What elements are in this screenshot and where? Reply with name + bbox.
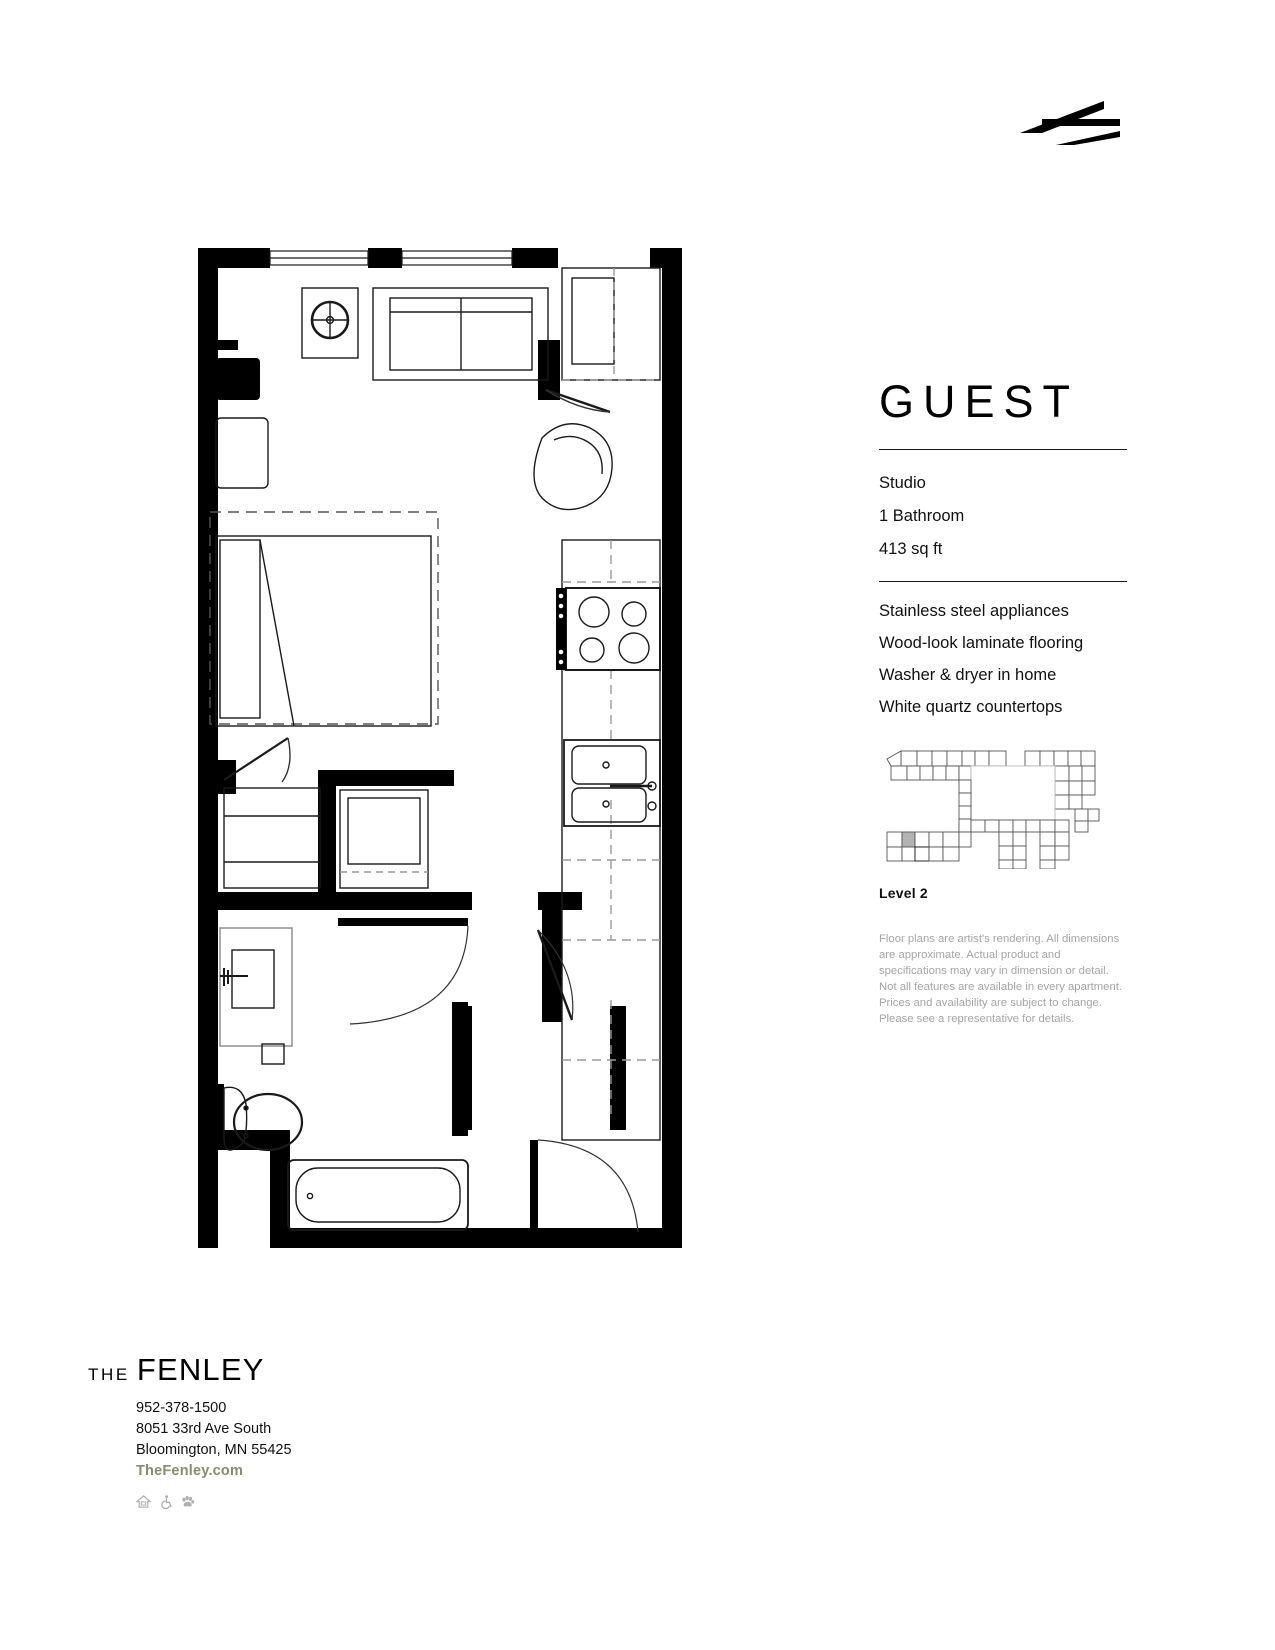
toilet: [216, 1084, 304, 1152]
side-table: [215, 417, 269, 489]
disclaimer-text: Floor plans are artist's rendering. All …: [879, 932, 1123, 1025]
pet-friendly-paw-icon: [180, 1494, 195, 1509]
phone-number[interactable]: 952-378-1500: [136, 1400, 227, 1416]
unit-info-panel: GUEST Studio 1 Bathroom 413 sq ft Stainl…: [879, 378, 1127, 1038]
entry-door-lower: [530, 1139, 639, 1233]
equal-housing-opportunity-icon: [136, 1494, 151, 1509]
address-line-2: Bloomington, MN 55425: [136, 1442, 292, 1459]
footer-logo-name: FENLEY: [136, 1352, 265, 1387]
feature-item: Stainless steel appliances: [879, 602, 1069, 621]
accessibility-wheelchair-icon: [158, 1494, 173, 1510]
spec-item: 413 sq ft: [879, 540, 943, 559]
refrigerator: [561, 267, 661, 381]
title-divider: [879, 449, 1127, 451]
building-keyplan: [879, 743, 1101, 870]
address-line-1: 8051 33rd Ave South: [136, 1421, 272, 1438]
laundry-closet: [223, 737, 321, 889]
floorplan-drawing: [190, 240, 690, 1260]
spec-item: Studio: [879, 474, 926, 493]
windows: [269, 250, 513, 266]
entry-door-upper: [545, 388, 611, 414]
footer-contact-block: 952-378-1500 8051 33rd Ave South Bloomin…: [136, 1398, 508, 1482]
footer: THE FENLEY 952-378-1500 8051 33rd Ave So…: [88, 1352, 508, 1510]
walls: [198, 248, 682, 1248]
page-title: GUEST: [879, 376, 1080, 427]
feature-item: Wood-look laminate flooring: [879, 633, 1084, 652]
bed: [209, 511, 439, 727]
bathroom-door: [338, 918, 469, 1025]
keyplan-level-label: Level 2: [879, 884, 928, 901]
feature-item: White quartz countertops: [879, 697, 1063, 716]
bathtub: [287, 1159, 469, 1231]
spec-divider: [879, 581, 1127, 583]
spec-item: 1 Bathroom: [879, 507, 965, 526]
brand-logo-mark: [1012, 95, 1120, 147]
kitchen: [556, 539, 661, 1141]
website-link[interactable]: TheFenley.com: [136, 1463, 244, 1480]
footer-logo: THE FENLEY: [88, 1352, 508, 1388]
media-console: [216, 358, 260, 400]
accent-chair: [533, 423, 613, 511]
sofa: [372, 287, 549, 381]
closet-door-right: [536, 929, 574, 1021]
unit-spec-list: Studio 1 Bathroom 413 sq ft: [879, 472, 1127, 562]
unit-feature-list: Stainless steel appliances Wood-look lam…: [879, 601, 1127, 719]
washer-dryer-stack: [339, 789, 429, 889]
round-side-table: [301, 287, 359, 359]
footer-logo-the: THE: [88, 1365, 130, 1384]
feature-item: Washer & dryer in home: [879, 665, 1057, 684]
bathroom: [216, 927, 469, 1231]
footer-badge-icons: [136, 1494, 508, 1510]
